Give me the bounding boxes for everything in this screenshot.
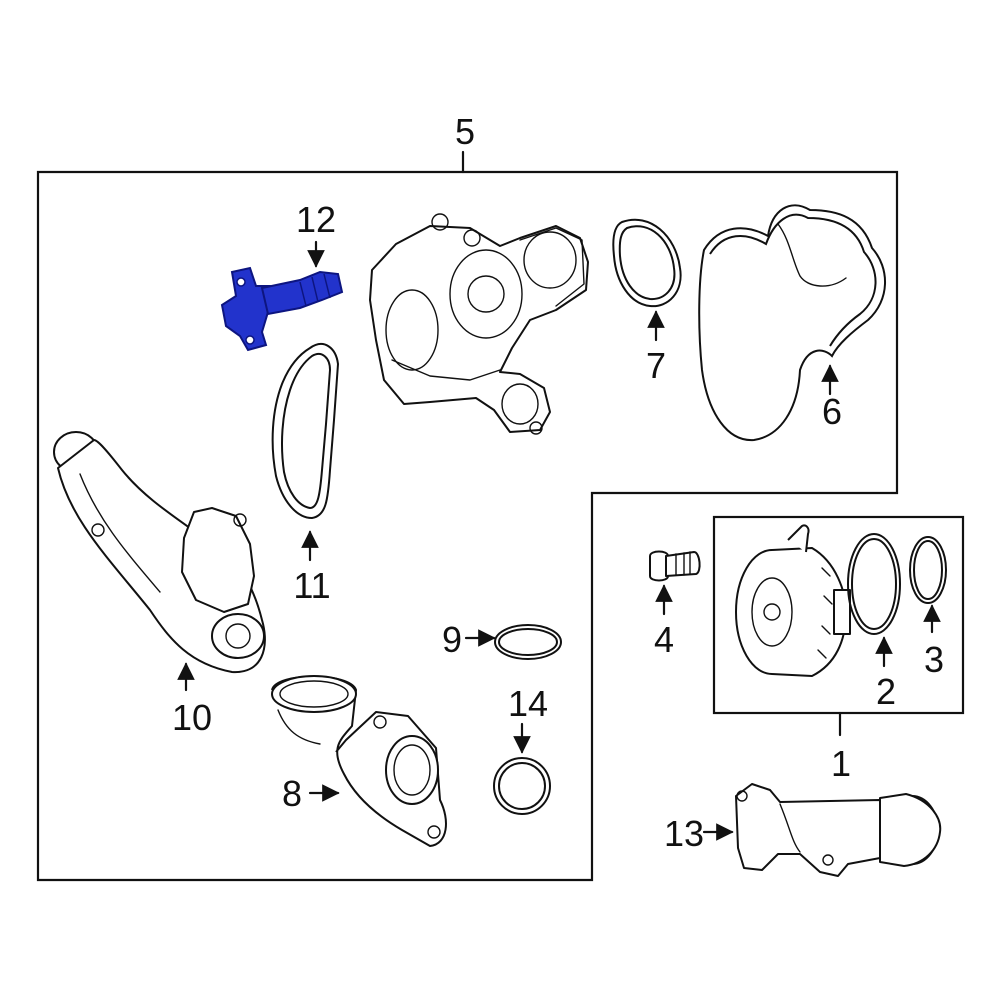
part-3-o-ring[interactable] bbox=[909, 536, 947, 604]
water-pump-impeller bbox=[735, 524, 851, 677]
callout-5: 5 bbox=[455, 111, 475, 152]
pump-housing bbox=[369, 213, 589, 435]
part-2-o-ring[interactable] bbox=[847, 533, 901, 635]
callout-8: 8 bbox=[282, 773, 302, 814]
callout-3: 3 bbox=[924, 639, 944, 680]
part-12-sensor[interactable] bbox=[220, 266, 344, 352]
callout-7: 7 bbox=[646, 345, 666, 386]
callout-10: 10 bbox=[172, 697, 212, 738]
part-13-outlet-pipe[interactable] bbox=[735, 783, 942, 877]
callout-14: 14 bbox=[508, 683, 548, 724]
assembly-1-boundary bbox=[712, 515, 965, 715]
part-9-o-ring[interactable] bbox=[494, 624, 562, 660]
part-8-thermostat-housing[interactable] bbox=[271, 675, 447, 847]
part-6-gasket[interactable] bbox=[698, 204, 886, 442]
part-11-gasket[interactable] bbox=[271, 343, 340, 520]
part-14-o-ring[interactable] bbox=[493, 757, 551, 815]
callout-4: 4 bbox=[654, 619, 674, 660]
callout-12: 12 bbox=[296, 199, 336, 240]
callout-11: 11 bbox=[293, 565, 330, 606]
callout-9: 9 bbox=[442, 619, 462, 660]
part-4-bolt[interactable] bbox=[649, 550, 701, 582]
callout-1: 1 bbox=[831, 743, 851, 784]
part-10-inlet-pipe[interactable] bbox=[53, 431, 266, 674]
part-7-o-ring[interactable] bbox=[612, 218, 682, 308]
part-12-flange bbox=[220, 266, 276, 352]
callout-2: 2 bbox=[876, 671, 896, 712]
callout-6: 6 bbox=[822, 391, 842, 432]
assembly-5-boundary bbox=[36, 170, 899, 882]
callout-13: 13 bbox=[664, 813, 704, 854]
